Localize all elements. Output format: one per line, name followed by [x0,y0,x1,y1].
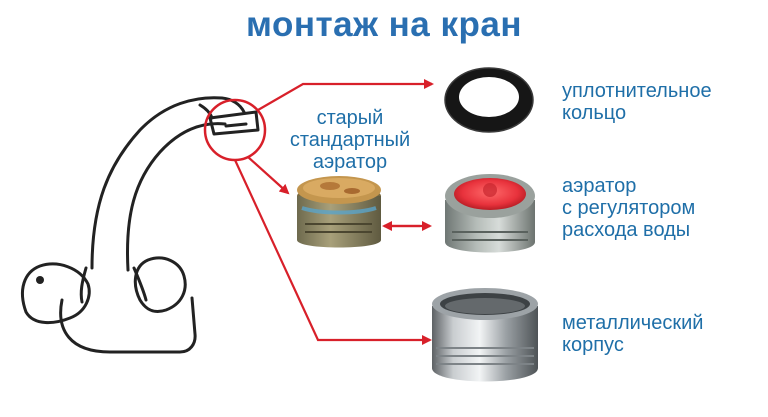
regulator-aerator-label: аэратор с регулятором расхода воды [562,175,695,241]
old-aerator-label-line: аэратор [312,151,388,173]
regulator-aerator-label-line: с регулятором [562,197,696,219]
sealing-ring-image [444,67,534,133]
regulator-aerator-label-line: аэратор [562,175,637,197]
sealing-ring-label-line: кольцо [562,102,627,124]
sealing-ring-label: уплотнительное кольцо [562,80,712,124]
regulator-aerator-image [445,174,535,253]
metal-housing-label-line: металлический [562,312,704,334]
metal-housing-label-line: корпус [562,334,624,356]
regulator-aerator-label-line: расхода воды [562,219,691,241]
old-aerator-label-line: старый [316,107,384,129]
old-aerator-image [297,176,381,248]
metal-housing-label: металлический корпус [562,312,703,356]
connector-arrows [234,79,434,345]
old-aerator-label-line: стандартный [289,129,411,151]
page-title: монтаж на кран [246,5,522,44]
faucet-illustration [21,96,260,354]
sealing-ring-label-line: уплотнительное [562,80,712,102]
handle-dot-icon [36,276,44,284]
old-aerator-label: старый стандартный аэратор [280,107,420,173]
metal-housing-image [432,288,538,382]
